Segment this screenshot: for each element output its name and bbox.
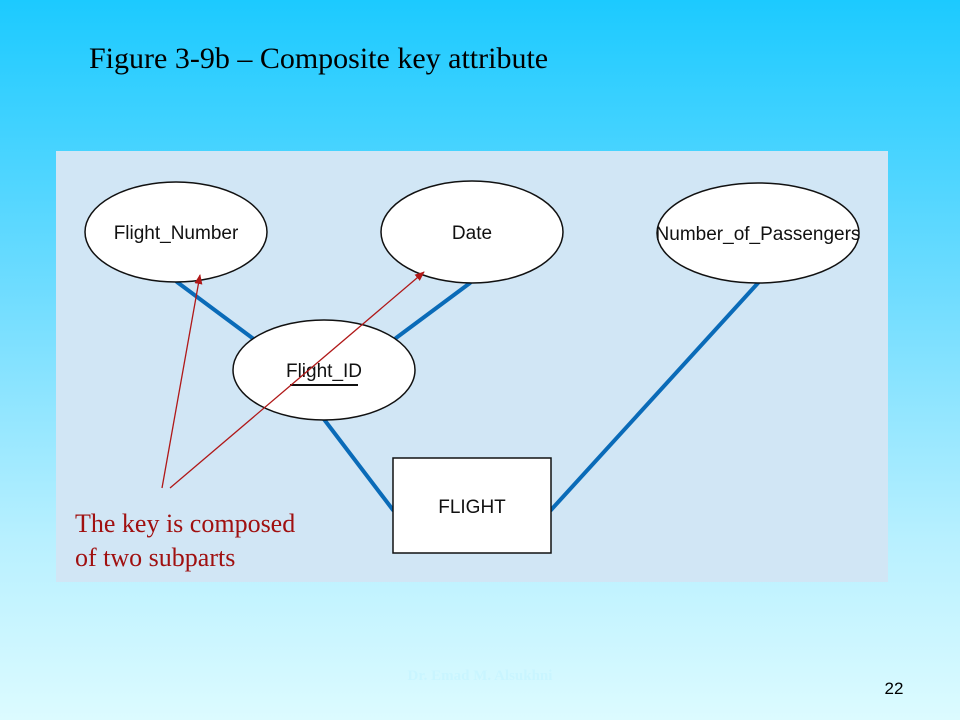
annotation-line-1: The key is composed — [75, 509, 296, 538]
arrow-to-flight-number — [161, 274, 203, 489]
annotation-line-2: of two subparts — [75, 543, 236, 572]
attribute-date — [380, 180, 564, 284]
annotation-text: The key is composed of two subparts — [75, 507, 295, 575]
attribute-flight-id-label: Flight_ID — [286, 361, 362, 382]
attribute-date-label: Date — [452, 223, 492, 244]
attribute-flight-number-label: Flight_Number — [114, 223, 239, 244]
entity-flight-label: FLIGHT — [438, 497, 506, 518]
connector-passengers-to-entity — [549, 281, 760, 512]
attribute-flight-number — [84, 181, 268, 283]
connector-flight-number-to-flight-id — [175, 280, 257, 342]
attribute-number-of-passengers — [656, 182, 860, 284]
entity-flight — [392, 457, 552, 554]
connector-flight-id-to-entity — [321, 416, 395, 512]
footer-author: Dr. Emad M. Alsukhni — [407, 668, 553, 684]
slide-title: Figure 3-9b – Composite key attribute — [89, 42, 549, 75]
arrow-to-date — [169, 271, 425, 489]
page-number: 22 — [884, 679, 904, 698]
attribute-number-of-passengers-label: Number_of_Passengers — [656, 224, 861, 245]
connector-date-to-flight-id — [394, 281, 472, 340]
